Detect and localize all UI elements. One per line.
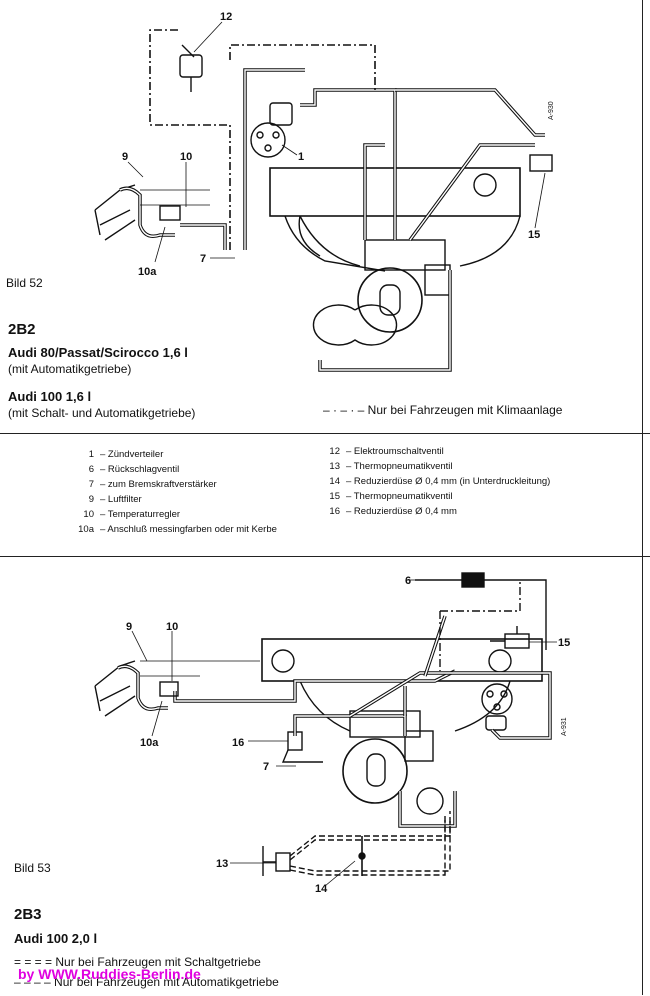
legend-num: 9 [88,494,94,505]
legend-num: 6 [88,464,94,475]
callout-16: 16 [232,737,244,749]
model-heading: Audi 100 2,0 l [14,931,98,946]
switch-valve-12 [179,54,203,78]
legend-text: – Temperaturregler [100,509,181,520]
legend-text: – Elektroumschaltventil [346,446,444,457]
temp-regulator-10 [159,205,181,221]
thermo-valve-15 [529,154,553,172]
legend-item: 6 – Rückschlagventil [74,464,180,475]
legend-text: – Rückschlagventil [100,464,180,475]
legend-item: 12 – Elektroumschaltventil [320,446,444,457]
thermo-valve-15 [504,633,530,649]
page-border-right [642,0,643,995]
air-filter-housing [357,267,423,333]
legend-text: – Anschluß messingfarben oder mit Kerbe [100,524,277,535]
legend-num: 15 [329,491,340,502]
section-code-2b3: 2B3 [14,906,42,923]
legend-item: 13 – Thermopneumatikventil [320,461,453,472]
section-divider-top [0,433,650,434]
figure-label-bild-52: Bild 52 [6,276,43,290]
air-filter-9 [94,184,136,241]
callout-12: 12 [220,11,232,23]
legend-text: – zum Bremskraftverstärker [100,479,217,490]
air-filter-9 [94,660,136,717]
legend-item: 9 – Luftfilter [74,494,142,505]
figure-label-bild-53: Bild 53 [14,861,51,875]
carburettor [342,738,408,804]
callout-6: 6 [405,575,411,587]
section-divider-middle [0,556,650,557]
diagram-ref-a930: A-930 [548,101,555,120]
callout-9: 9 [122,151,128,163]
model-heading-1: Audi 80/Passat/Scirocco 1,6 l [8,345,188,360]
legend-item: 16 – Reduzierdüse Ø 0,4 mm [320,506,457,517]
callout-10a: 10a [140,737,159,749]
callout-10a: 10a [138,266,157,278]
legend-num: 1 [88,449,94,460]
legend-num: 10a [78,524,94,535]
callout-13: 13 [216,858,228,870]
legend-num: 10 [83,509,94,520]
callout-7: 7 [200,253,206,265]
air-conditioning-note: – · – · – Nur bei Fahrzeugen mit Klimaan… [323,403,563,417]
legend-text: – Zündverteiler [100,449,164,460]
legend-item: 10a – Anschluß messingfarben oder mit Ker… [74,524,277,535]
legend-item: 10 – Temperaturregler [74,509,180,520]
diagram-ref-a931: A-931 [561,717,568,736]
manual-gearbox-note: = = = = Nur bei Fahrzeugen mit Schaltget… [14,955,261,969]
callout-15: 15 [558,637,570,649]
legend-num: 13 [329,461,340,472]
legend-num: 16 [329,506,340,517]
check-valve-6 [461,572,485,588]
thermo-valve-13 [275,852,291,872]
watermark-text: by WWW.Ruddies-Berlin.de [18,966,201,982]
distributor [250,122,286,158]
callout-15: 15 [528,229,540,241]
legend-num: 14 [329,476,340,487]
callout-10: 10 [166,621,178,633]
callout-10: 10 [180,151,192,163]
legend-text: – Thermopneumatikventil [346,461,453,472]
legend-num: 12 [329,446,340,457]
legend-text: – Reduzierdüse Ø 0,4 mm (in Unterdruckle… [346,476,551,487]
reduction-nozzle-14 [358,852,366,860]
temp-regulator-10 [159,681,179,697]
callout-14: 14 [315,883,328,895]
legend-text: – Thermopneumatikventil [346,491,453,502]
model-subheading-1: (mit Automatikgetriebe) [8,362,132,376]
legend-text: – Reduzierdüse Ø 0,4 mm [346,506,457,517]
callout-1: 1 [298,151,304,163]
legend-item: 7 – zum Bremskraftverstärker [74,479,217,490]
legend-item: 1 – Zündverteiler [74,449,164,460]
vacuum-diagram-2b2: 12 1 9 10 10a 7 15 A-930 [94,11,555,372]
model-subheading-2: (mit Schalt- und Automatikgetriebe) [8,406,196,420]
legend-num: 7 [88,479,94,490]
callout-7: 7 [263,761,269,773]
distributor [481,683,513,715]
legend-text: – Luftfilter [100,494,142,505]
legend-item: 15 – Thermopneumatikventil [320,491,453,502]
model-heading-2: Audi 100 1,6 l [8,389,92,404]
callout-9: 9 [126,621,132,633]
vacuum-diagram-2b3: 6 15 9 10 10a 16 7 13 14 A-931 [94,572,570,895]
automatic-gearbox-note: – – – – Nur bei Fahrzeugen mit Automatik… [14,975,279,989]
legend-item: 14 – Reduzierdüse Ø 0,4 mm (in Unterdruck… [320,476,550,487]
section-code-2b2: 2B2 [8,321,36,338]
